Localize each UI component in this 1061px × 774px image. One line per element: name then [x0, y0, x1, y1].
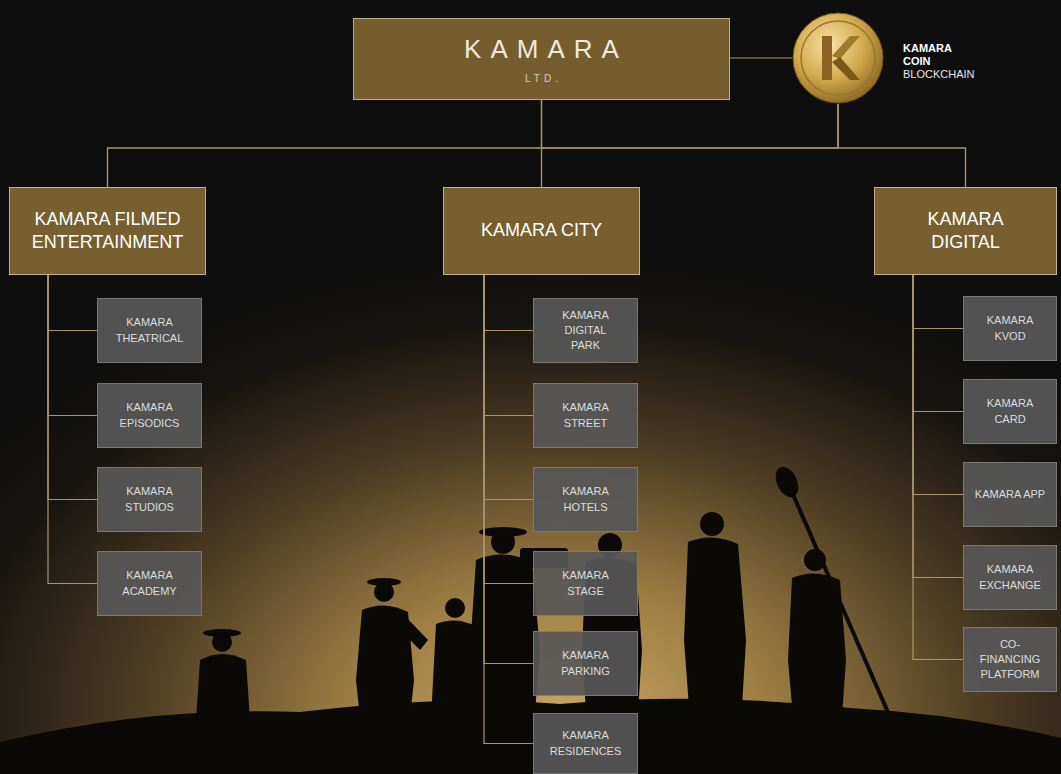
- unit-box: KAMARA DIGITAL PARK: [533, 298, 638, 363]
- box-title: KAMARA KVOD: [970, 313, 1050, 343]
- connector-line: [484, 275, 533, 416]
- unit-box: KAMARA STREET: [533, 383, 638, 448]
- boom-operator: [771, 463, 846, 774]
- connector-line: [108, 100, 542, 187]
- box-title: KAMARA STUDIOS: [110, 484, 190, 514]
- division-box: KAMARA FILMED ENTERTAINMENT: [9, 187, 206, 275]
- box-title: KAMARA FILMED ENTERTAINMENT: [18, 208, 198, 254]
- division-box: KAMARA DIGITAL: [874, 187, 1057, 275]
- unit-box: KAMARA STAGE: [533, 551, 638, 616]
- connector-line: [913, 275, 963, 660]
- connector-line: [48, 275, 97, 584]
- box-title: KAMARA DIGITAL: [911, 208, 1021, 254]
- connector-line: [484, 275, 533, 331]
- box-title: KAMARA THEATRICAL: [110, 315, 190, 345]
- unit-box: CO-FINANCING PLATFORM: [963, 627, 1057, 692]
- box-title: KAMARA CARD: [970, 396, 1050, 426]
- coin-graphic: [792, 12, 884, 104]
- connector-line: [484, 275, 533, 500]
- unit-box: KAMARA HOTELS: [533, 467, 638, 532]
- person: [356, 578, 428, 774]
- box-subtitle: BLOCKCHAIN: [903, 68, 979, 81]
- box-title: KAMARA APP: [975, 487, 1045, 502]
- unit-box: KAMARA PARKING: [533, 631, 638, 696]
- box-title: KAMARA DIGITAL PARK: [556, 308, 616, 354]
- unit-box: KAMARA APP: [963, 462, 1057, 527]
- unit-box: KAMARA KVOD: [963, 296, 1057, 361]
- connector-line: [108, 104, 839, 187]
- connector-line: [484, 275, 533, 744]
- connector-line: [542, 104, 839, 187]
- coin-node: KAMARA COINBLOCKCHAIN: [792, 12, 884, 104]
- coin-label: KAMARA COINBLOCKCHAIN: [903, 42, 979, 82]
- connector-line: [542, 100, 966, 187]
- connector-line: [730, 57, 792, 58]
- division-box: KAMARA CITY: [443, 187, 640, 275]
- connector-line: [484, 275, 533, 584]
- box-title: KAMARA STAGE: [546, 568, 626, 598]
- box-title: KAMARA STREET: [546, 400, 626, 430]
- connector-line: [913, 275, 963, 329]
- person: [684, 512, 746, 774]
- connector-line: [838, 104, 966, 187]
- box-subtitle: LTD.: [521, 73, 562, 84]
- connector-line: [913, 275, 963, 578]
- box-title: KAMARA RESIDENCES: [546, 728, 626, 758]
- unit-box: KAMARA STUDIOS: [97, 467, 202, 532]
- boom-pole: [792, 492, 900, 740]
- box-title: KAMARA: [455, 34, 628, 65]
- connector-line: [484, 275, 533, 664]
- connector-line: [48, 275, 97, 500]
- company-box: KAMARA LTD.: [353, 18, 730, 100]
- connector-line: [48, 275, 97, 331]
- box-title: KAMARA HOTELS: [546, 484, 626, 514]
- connector-line: [913, 275, 963, 495]
- unit-box: KAMARA EXCHANGE: [963, 545, 1057, 610]
- unit-box: KAMARA CARD: [963, 379, 1057, 444]
- connector-line: [48, 275, 97, 416]
- unit-box: KAMARA EPISODICS: [97, 383, 202, 448]
- connector-line: [913, 275, 963, 412]
- box-title: KAMARA EPISODICS: [110, 400, 190, 430]
- box-title: KAMARA CITY: [481, 219, 602, 242]
- unit-box: KAMARA RESIDENCES: [533, 713, 638, 774]
- unit-box: KAMARA ACADEMY: [97, 551, 202, 616]
- box-title: KAMARA ACADEMY: [110, 568, 190, 598]
- box-title: KAMARA COIN: [903, 42, 979, 68]
- box-title: KAMARA PARKING: [546, 648, 626, 678]
- person: [196, 629, 250, 774]
- box-title: CO-FINANCING PLATFORM: [979, 637, 1041, 683]
- unit-box: KAMARA THEATRICAL: [97, 298, 202, 363]
- box-title: KAMARA EXCHANGE: [970, 562, 1050, 592]
